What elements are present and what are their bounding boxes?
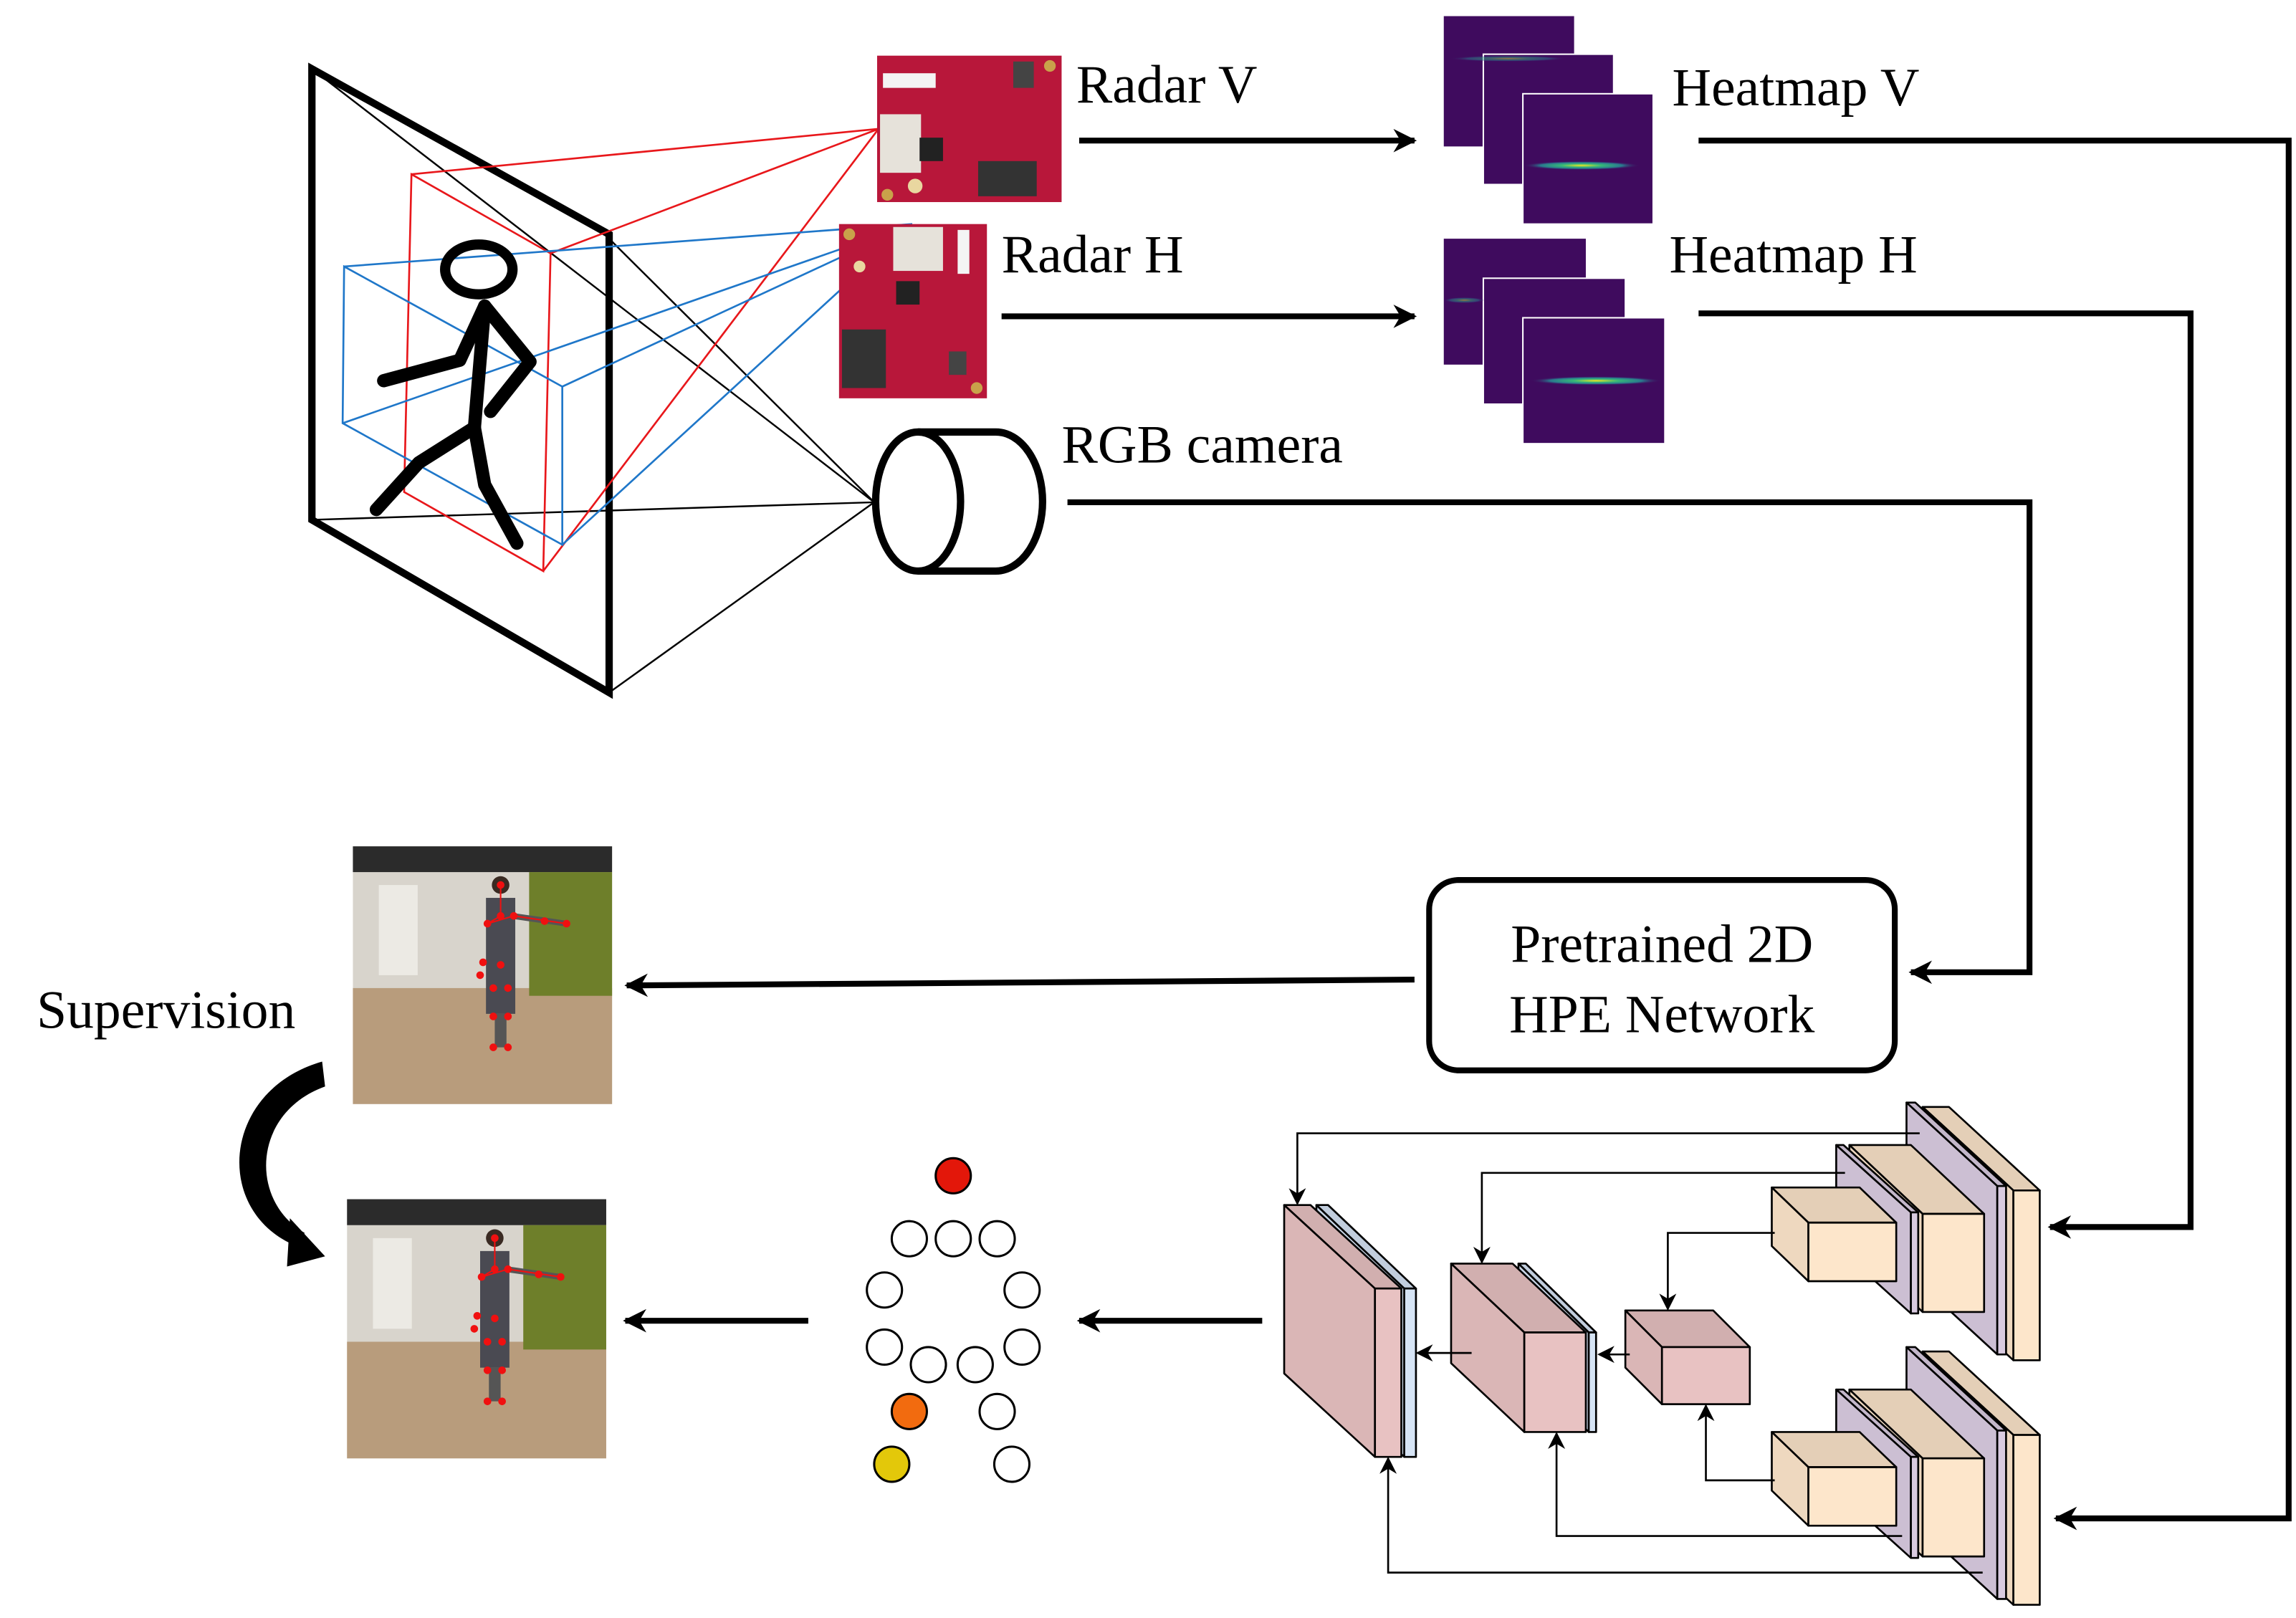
scene-plane — [308, 62, 613, 699]
keypoint-node — [1003, 1328, 1041, 1366]
pose-keypoint — [498, 1397, 506, 1405]
rgb-camera-label: RGB camera — [1061, 416, 1343, 475]
scene-frustum — [308, 62, 913, 699]
hpe-label-line2: HPE Network — [1509, 985, 1814, 1045]
skip-connection-arrow — [1697, 1404, 1775, 1482]
skip-connection-arrow — [1379, 1456, 1983, 1574]
heatmap-v-stack — [1443, 16, 1654, 225]
keypoint-node — [909, 1346, 947, 1384]
supervision-curved-arrow — [239, 1061, 325, 1267]
stick-figure — [369, 239, 537, 550]
pose-keypoint — [491, 1314, 499, 1323]
radar-v-label: Radar V — [1076, 55, 1258, 115]
radar-v-fov — [403, 128, 880, 573]
keypoint-node — [934, 1157, 972, 1195]
rgb-camera-icon — [871, 428, 1046, 575]
decoder-layer-1 — [1283, 1204, 1402, 1458]
encoder-layer-3 — [1771, 1431, 1898, 1527]
ground-truth-pose-image — [353, 846, 613, 1104]
heatmap-v-label: Heatmap V — [1673, 58, 1920, 118]
radar-v-board — [876, 55, 1062, 203]
keypoint-node — [956, 1346, 994, 1384]
pose-keypoint — [470, 1325, 479, 1333]
pose-keypoint — [504, 1013, 512, 1020]
keypoint-node — [890, 1220, 928, 1258]
bottleneck-layer — [1624, 1309, 1751, 1405]
arrow-hpe-to-gt-image — [624, 973, 1415, 997]
skip-connection-arrow — [1548, 1432, 1903, 1537]
keypoint-node — [978, 1220, 1016, 1258]
pose-keypoint — [473, 1311, 482, 1320]
pose-keypoint — [489, 984, 497, 992]
pose-keypoint — [489, 1013, 497, 1020]
keypoint-node — [1003, 1271, 1041, 1309]
arrow-heatmap-h-to-encoder — [1698, 310, 2194, 1239]
pose-keypoint — [489, 1043, 497, 1051]
pose-keypoint — [483, 1338, 492, 1346]
hpe-label-line1: Pretrained 2D — [1511, 915, 1813, 975]
unet-network — [1283, 1101, 2041, 1606]
encoder-layer-3 — [1771, 1186, 1898, 1283]
pose-keypoint — [498, 1338, 506, 1346]
keypoint-node — [866, 1328, 904, 1366]
radar-h-label: Radar H — [1002, 225, 1184, 284]
pose-keypoint — [483, 1366, 492, 1374]
radar-h-fov — [341, 223, 913, 547]
pose-keypoint — [504, 984, 512, 992]
keypoint-node — [992, 1445, 1031, 1483]
skip-connection-arrow — [1288, 1132, 1920, 1206]
radar-h-board — [838, 224, 987, 398]
skip-connection-arrow — [1659, 1232, 1775, 1311]
predicted-pose-image — [347, 1199, 606, 1459]
arrow-camera-to-hpe — [1067, 499, 2033, 985]
heatmap-h-stack — [1443, 239, 1666, 445]
pretrained-hpe-network-box: Pretrained 2D HPE Network — [1426, 877, 1898, 1073]
supervision-label: Supervision — [37, 980, 295, 1040]
heatmap-h-label: Heatmap H — [1669, 225, 1917, 284]
camera-view-lines — [311, 68, 875, 694]
pose-keypoint — [497, 961, 504, 969]
keypoint-skeleton — [866, 1157, 1041, 1483]
keypoint-node — [934, 1220, 972, 1258]
pose-keypoint — [563, 919, 570, 928]
pose-keypoint — [483, 1397, 492, 1405]
keypoint-node — [866, 1271, 904, 1309]
decoder-layer-2 — [1450, 1263, 1587, 1433]
keypoint-node — [978, 1392, 1016, 1430]
keypoint-node — [873, 1445, 911, 1483]
pose-keypoint — [476, 971, 484, 980]
skip-connection-arrow — [1473, 1172, 1845, 1264]
pose-keypoint — [479, 958, 487, 967]
keypoint-node — [890, 1392, 928, 1430]
arrow-heatmap-v-to-encoder — [1698, 138, 2292, 1531]
pose-keypoint — [504, 1043, 512, 1051]
pose-keypoint — [498, 1366, 506, 1374]
